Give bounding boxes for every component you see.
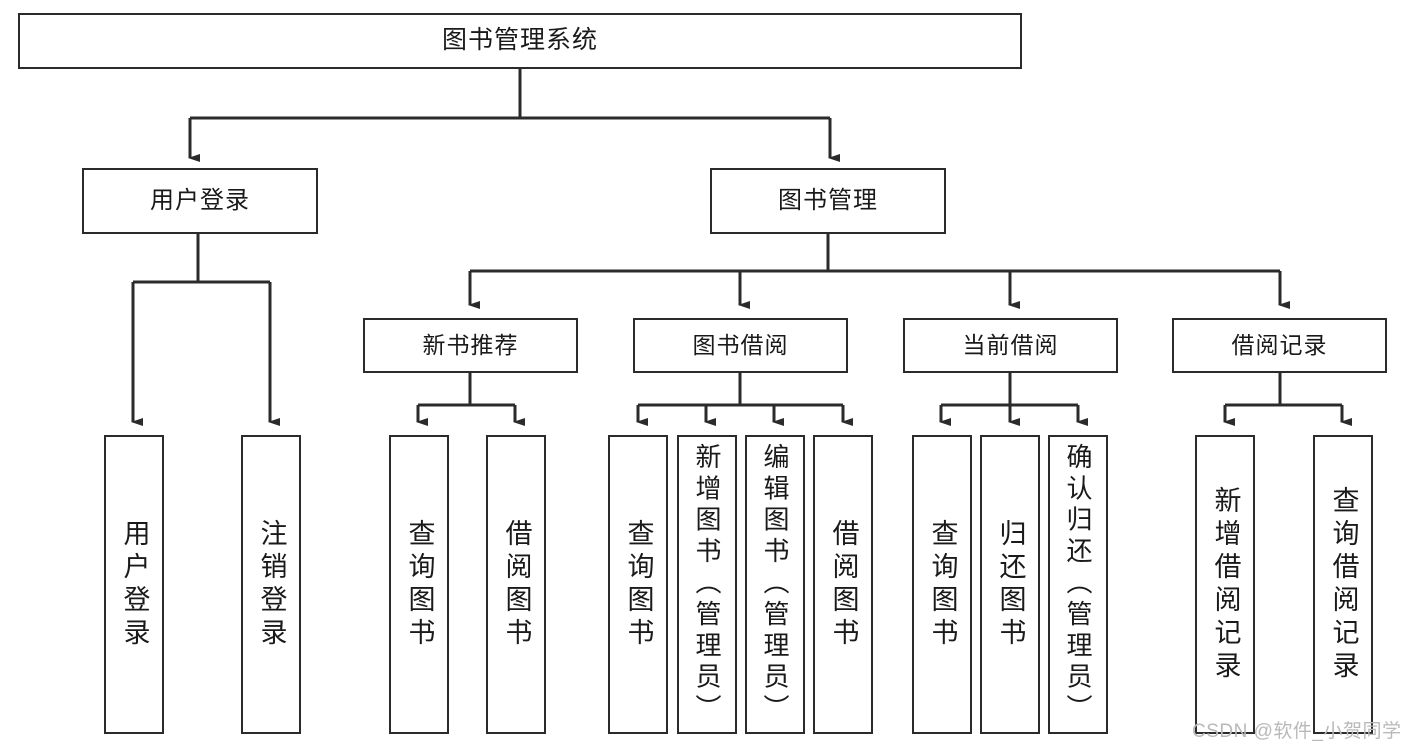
leaf-borrow-book[interactable]: 借阅图书 [813,435,873,734]
node-label: 编辑图书（管理员） [760,443,790,726]
node-label: 图书管理 [778,186,878,214]
leaf-user-login-action[interactable]: 用户登录 [104,435,164,734]
node-current-borrow[interactable]: 当前借阅 [903,318,1118,373]
node-new-book-recommend[interactable]: 新书推荐 [363,318,578,373]
node-book-borrow[interactable]: 图书借阅 [633,318,848,373]
leaf-add-book-admin[interactable]: 新增图书（管理员） [677,435,737,734]
node-label: 用户登录 [119,518,150,651]
leaf-confirm-return-admin[interactable]: 确认归还（管理员） [1048,435,1108,734]
node-label: 图书借阅 [692,331,789,358]
leaf-borrow-query-book[interactable]: 查询图书 [608,435,668,734]
node-borrow-record[interactable]: 借阅记录 [1172,318,1387,373]
node-label: 查询借阅记录 [1328,485,1359,684]
node-book-management[interactable]: 图书管理 [710,168,946,234]
node-label: 借阅图书 [501,518,532,651]
node-label: 借阅图书 [828,518,859,651]
csdn-watermark: CSDN @软件_小贺同学 [1192,721,1402,742]
node-label: 当前借阅 [962,331,1059,358]
node-label: 新增借阅记录 [1210,485,1241,684]
leaf-logout[interactable]: 注销登录 [241,435,301,734]
node-label: 借阅记录 [1231,331,1328,358]
leaf-return-book[interactable]: 归还图书 [980,435,1040,734]
node-label: 查询图书 [927,518,958,651]
leaf-recommend-borrow-book[interactable]: 借阅图书 [486,435,546,734]
node-label: 注销登录 [256,518,287,651]
node-label: 用户登录 [150,186,250,214]
leaf-query-borrow-record[interactable]: 查询借阅记录 [1313,435,1373,734]
node-label: 新增图书（管理员） [692,443,722,726]
node-user-login[interactable]: 用户登录 [82,168,318,234]
leaf-edit-book-admin[interactable]: 编辑图书（管理员） [745,435,805,734]
node-label: 查询图书 [623,518,654,651]
node-label: 新书推荐 [422,331,519,358]
leaf-recommend-query-book[interactable]: 查询图书 [389,435,449,734]
node-label: 归还图书 [995,518,1026,651]
node-root-system[interactable]: 图书管理系统 [18,13,1022,69]
node-label: 图书管理系统 [441,26,598,55]
node-label: 确认归还（管理员） [1063,443,1093,726]
leaf-add-borrow-record[interactable]: 新增借阅记录 [1195,435,1255,734]
node-label: 查询图书 [404,518,435,651]
leaf-current-query-book[interactable]: 查询图书 [912,435,972,734]
